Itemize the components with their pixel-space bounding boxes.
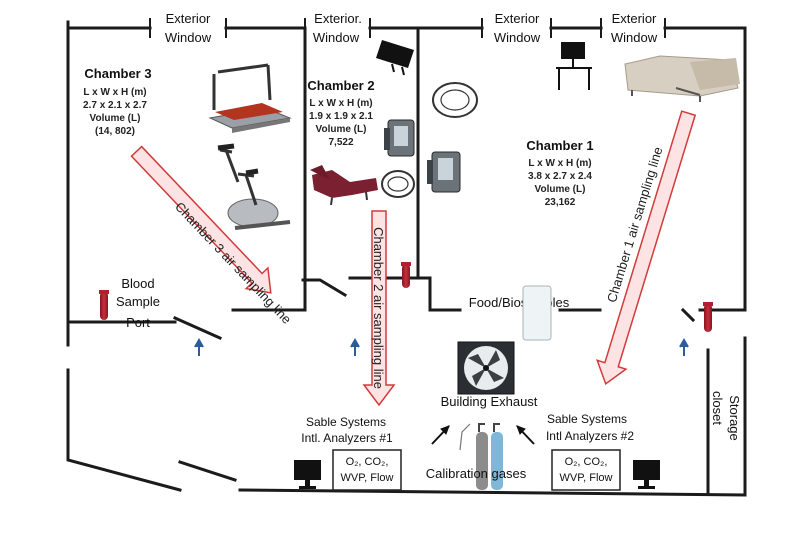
chamber-3-volume: (14, 802) — [95, 126, 135, 137]
chamber-2-info: Chamber 2 L x W x H (m) 1.9 x 1.9 x 2.1 … — [307, 78, 374, 148]
window-4-line2: Window — [611, 30, 658, 45]
chamber-2-sampling-label: Chamber 2 air sampling line — [371, 227, 386, 389]
window-4-line1: Exterior — [612, 11, 657, 26]
window-2-line1: Exterior. — [314, 11, 362, 26]
analyzer-2: Sable Systems Intl Analyzers #2 O₂, CO₂,… — [546, 412, 634, 491]
window-label-4: Exterior Window — [611, 11, 658, 45]
analyzer-2-line2: Intl Analyzers #2 — [546, 429, 634, 443]
window-1-line2: Window — [165, 30, 212, 45]
blood-sample-port-label: Blood Sample Port — [116, 276, 160, 330]
food-port-box-icon — [522, 285, 552, 341]
blood-tube-icon-3 — [703, 302, 713, 332]
chamber-3-title: Chamber 3 — [84, 66, 151, 81]
calibration-gases-label: Calibration gases — [426, 466, 527, 481]
analyzer-2-measures: WVP, Flow — [560, 472, 613, 484]
chamber-1-volume: 23,162 — [545, 197, 576, 208]
chamber-2-volume: 7,522 — [328, 137, 353, 148]
chamber-1-dims: 3.8 x 2.7 x 2.4 — [528, 171, 592, 182]
air-unit-icon-chamber-2 — [384, 119, 415, 157]
computer-monitor-icon-left — [294, 460, 321, 489]
entry-arrow-icon-3 — [679, 337, 689, 356]
entry-arrow-icon-2 — [350, 337, 360, 356]
chamber-1-dims-label: L x W x H (m) — [528, 158, 591, 169]
blood-tube-icon-2 — [401, 262, 411, 288]
chamber-2-arrow-shape — [362, 210, 396, 407]
blood-port-line3: Port — [126, 315, 150, 330]
gas-cylinders-icon — [459, 423, 503, 490]
sofa-bed-icon — [624, 55, 740, 102]
chamber-2-dims: 1.9 x 1.9 x 2.1 — [309, 111, 373, 122]
computer-monitor-icon-right — [633, 460, 660, 489]
analyzer-1-gases: O₂, CO₂, — [346, 456, 389, 468]
window-1-line1: Exterior — [166, 11, 211, 26]
calibration-arrows — [431, 425, 535, 445]
chamber-3-info: Chamber 3 L x W x H (m) 2.7 x 2.1 x 2.7 … — [83, 66, 152, 137]
chamber-3-volume-label: Volume (L) — [90, 113, 141, 124]
recliner-chair-icon — [310, 165, 378, 206]
window-2-line2: Window — [313, 30, 360, 45]
analyzer-1: Sable Systems Intl. Analyzers #1 O₂, CO₂… — [301, 415, 402, 491]
window-label-1: Exterior Window — [165, 11, 212, 45]
window-3-line2: Window — [494, 30, 541, 45]
chamber-2-sampling-arrow: Chamber 2 air sampling line — [362, 210, 396, 407]
air-unit-icon-chamber-1 — [427, 151, 461, 193]
storage-closet-label: Storage closet — [710, 391, 742, 441]
analyzer-1-measures: WVP, Flow — [341, 472, 394, 484]
analyzer-1-line1: Sable Systems — [306, 415, 386, 429]
storage-line2: closet — [710, 391, 725, 425]
stationary-bike-icon — [217, 143, 291, 230]
chamber-1-arrow-shape — [596, 110, 697, 386]
window-label-3: Exterior Window — [494, 11, 541, 45]
chamber-2-volume-label: Volume (L) — [316, 124, 367, 135]
blood-port-line1: Blood — [121, 276, 154, 291]
desk-monitor-icon — [556, 42, 592, 90]
analyzer-2-line1: Sable Systems — [547, 412, 627, 426]
building-exhaust-label: Building Exhaust — [441, 394, 538, 409]
chamber-2-dims-label: L x W x H (m) — [309, 98, 372, 109]
chamber-1-volume-label: Volume (L) — [535, 184, 586, 195]
monitor-icon-chamber-2 — [376, 40, 414, 76]
blood-tube-icon-1 — [99, 290, 109, 320]
chamber-3-dims-label: L x W x H (m) — [83, 87, 146, 98]
blood-port-line2: Sample — [116, 294, 160, 309]
window-3-line1: Exterior — [495, 11, 540, 26]
chamber-1-info: Chamber 1 L x W x H (m) 3.8 x 2.7 x 2.4 … — [526, 138, 593, 208]
chamber-3-dims: 2.7 x 2.1 x 2.7 — [83, 100, 147, 111]
chamber-2-title: Chamber 2 — [307, 78, 374, 93]
exhaust-fan-icon — [457, 341, 515, 395]
walls — [66, 18, 747, 497]
analyzer-2-box — [551, 449, 621, 491]
toilet-icon-chamber-1 — [432, 82, 478, 118]
entry-arrow-icon-1 — [194, 337, 204, 356]
analyzer-1-line2: Intl. Analyzers #1 — [301, 431, 393, 445]
toilet-icon-chamber-2 — [381, 170, 415, 198]
analyzer-2-gases: O₂, CO₂, — [565, 456, 608, 468]
chamber-1-title: Chamber 1 — [526, 138, 593, 153]
storage-line1: Storage — [727, 395, 742, 441]
analyzer-1-box — [332, 449, 402, 491]
food-port-label: Food/Biosamples port — [469, 295, 570, 331]
window-label-2: Exterior. Window — [313, 11, 362, 45]
chamber-3-arrow-shape — [130, 145, 272, 294]
treadmill-icon — [208, 63, 292, 133]
food-port-line1: Food/Biosamples — [469, 295, 570, 310]
